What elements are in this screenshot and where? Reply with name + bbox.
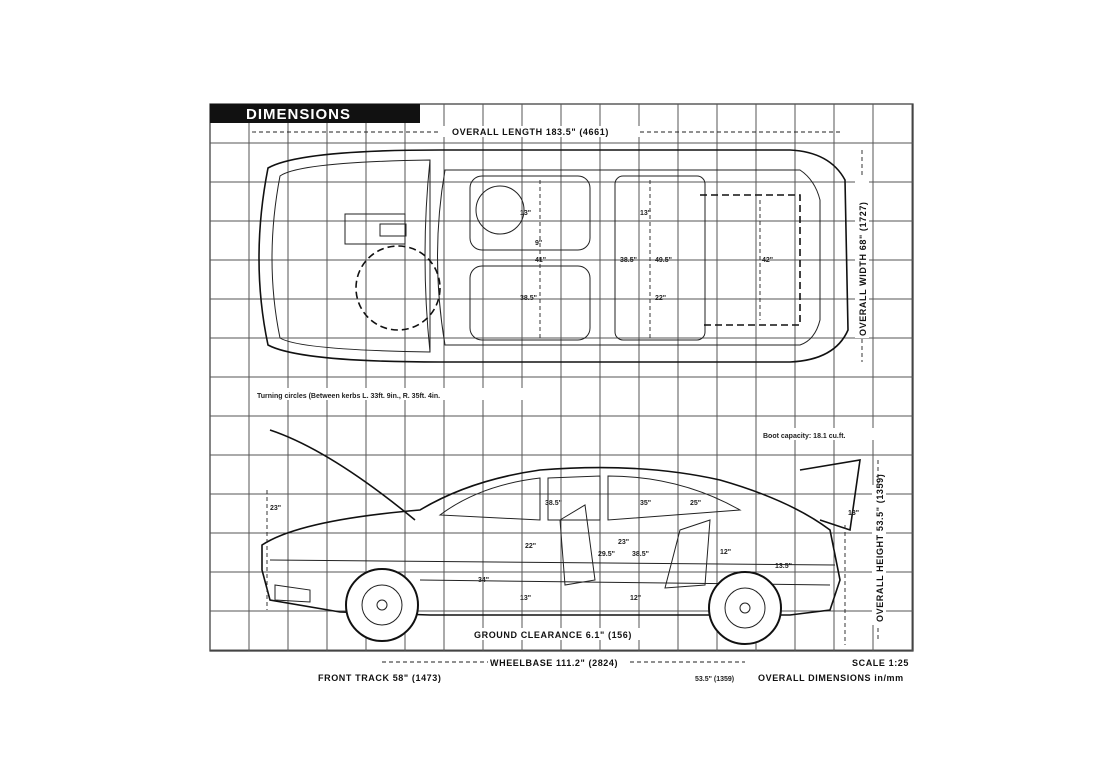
title-bar: DIMENSIONS bbox=[210, 104, 420, 123]
ground-clearance-dimension: GROUND CLEARANCE 6.1" (156) bbox=[470, 628, 650, 640]
scale-label: SCALE 1:25 bbox=[852, 658, 909, 668]
dim-label: 13" bbox=[520, 210, 531, 217]
dim-label: 13" bbox=[640, 210, 651, 217]
dim-label: 38.5" bbox=[520, 295, 537, 302]
overall-width-label: OVERALL WIDTH 68" (1727) bbox=[858, 201, 868, 336]
dim-label: 12" bbox=[630, 595, 641, 602]
overall-length-label: OVERALL LENGTH 183.5" (4661) bbox=[452, 127, 609, 137]
dim-label: 23" bbox=[618, 539, 629, 546]
dim-label: 38.5" bbox=[620, 257, 637, 264]
front-track-label: FRONT TRACK 58" (1473) bbox=[318, 673, 442, 683]
dim-label: 22" bbox=[655, 295, 666, 302]
wheelbase-label: WHEELBASE 111.2" (2824) bbox=[490, 658, 618, 668]
grid bbox=[210, 104, 913, 651]
dim-label: 38.5" bbox=[632, 551, 649, 558]
front-seat-left bbox=[469, 175, 591, 251]
overall-height-label: OVERALL HEIGHT 53.5" (1359) bbox=[875, 474, 885, 622]
spare-wheel-outline bbox=[355, 245, 441, 331]
boot-capacity-label: Boot capacity: 18.1 cu.ft. bbox=[763, 433, 846, 440]
boot-capacity-note: Boot capacity: 18.1 cu.ft. bbox=[760, 428, 880, 440]
turning-circles-note: Turning circles (Between kerbs L. 33ft. … bbox=[254, 388, 524, 400]
dim-label: 22" bbox=[525, 543, 536, 550]
front-wheel bbox=[345, 568, 419, 642]
page-title: DIMENSIONS bbox=[246, 106, 351, 123]
dim-label: 9" bbox=[535, 240, 542, 247]
overall-length-dimension: OVERALL LENGTH 183.5" (4661) bbox=[252, 126, 842, 137]
dim-label: 29.5" bbox=[598, 551, 615, 558]
ground-clearance-label: GROUND CLEARANCE 6.1" (156) bbox=[474, 630, 632, 640]
rear-bench bbox=[614, 175, 706, 341]
dim-label: 49.5" bbox=[655, 257, 672, 264]
dim-label: 13.5" bbox=[775, 563, 792, 570]
turning-circles-label: Turning circles (Between kerbs L. 33ft. … bbox=[257, 393, 440, 400]
dim-label: 25" bbox=[690, 500, 701, 507]
tailgate-open bbox=[799, 459, 861, 532]
dim-label: 12" bbox=[720, 549, 731, 556]
steering-wheel-icon bbox=[475, 185, 525, 235]
rear-wheel bbox=[708, 571, 782, 645]
front-seat-side bbox=[559, 504, 596, 586]
dim-label: 41" bbox=[535, 257, 546, 264]
dim-label: 38.5" bbox=[545, 500, 562, 507]
overall-height-dimension: OVERALL HEIGHT 53.5" (1359) bbox=[872, 460, 886, 640]
footer-dimensions: WHEELBASE 111.2" (2824) SCALE 1:25 FRONT… bbox=[318, 658, 909, 683]
title-bar-bg bbox=[210, 104, 420, 123]
rear-seat-side bbox=[664, 519, 711, 589]
car-top-view: 13" 13" 41" 9" 38.5" 38.5" 49.5" 42" 22" bbox=[258, 149, 849, 363]
dim-label: 13" bbox=[848, 510, 859, 517]
dim-label: 35" bbox=[640, 500, 651, 507]
rear-track-label: 53.5" (1359) bbox=[695, 676, 734, 683]
dim-label: 13" bbox=[520, 595, 531, 602]
front-seat-right bbox=[469, 265, 591, 341]
dim-label: 42" bbox=[762, 257, 773, 264]
overall-dimensions-note: OVERALL DIMENSIONS in/mm bbox=[758, 673, 904, 683]
car-side-view: 23" 38.5" 35" 25" 22" 23" 29.5" 38.5" 34… bbox=[261, 429, 861, 645]
dim-label: 23" bbox=[270, 505, 281, 512]
overall-width-dimension: OVERALL WIDTH 68" (1727) bbox=[855, 150, 869, 362]
dim-label: 34" bbox=[478, 577, 489, 584]
bonnet-open bbox=[269, 429, 416, 521]
